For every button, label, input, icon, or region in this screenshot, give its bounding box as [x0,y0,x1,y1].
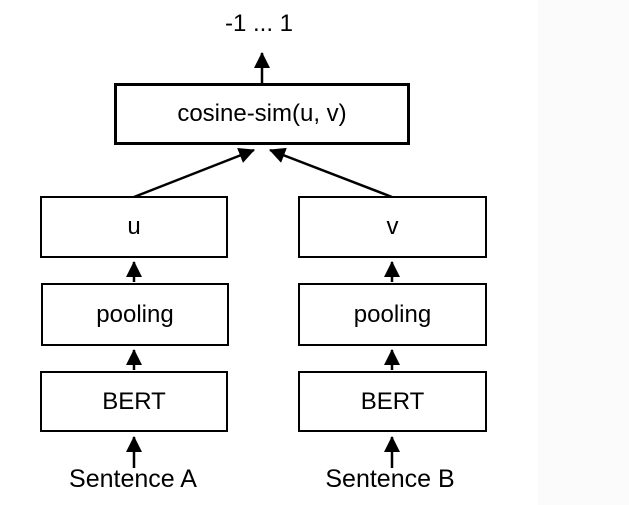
pooling-box-a: pooling [41,283,229,346]
page-edge-strip [538,0,629,505]
cosine-sim-box-label: cosine-sim(u, v) [177,100,347,127]
pooling-box-b: pooling [298,283,487,346]
bert-box-a: BERT [40,371,228,432]
bert-a-label: BERT [102,387,166,415]
sentence-a-label: Sentence A [69,465,197,493]
embedding-v-box: v [298,196,487,258]
cosine-sim-box: cosine-sim(u, v) [114,83,410,145]
arrow-u-to-cosine [133,148,255,199]
embedding-u-label: u [127,213,141,240]
embedding-v-label: v [386,213,399,240]
pooling-a-label: pooling [96,300,174,328]
pooling-b-label: pooling [353,300,432,328]
arrow-v-to-cosine [269,147,393,199]
embedding-u-box: u [40,196,228,258]
sentence-b-label: Sentence B [325,465,455,493]
output-range-label: -1 ... 1 [224,10,294,37]
bert-b-label: BERT [360,387,425,415]
bert-box-b: BERT [298,371,487,432]
